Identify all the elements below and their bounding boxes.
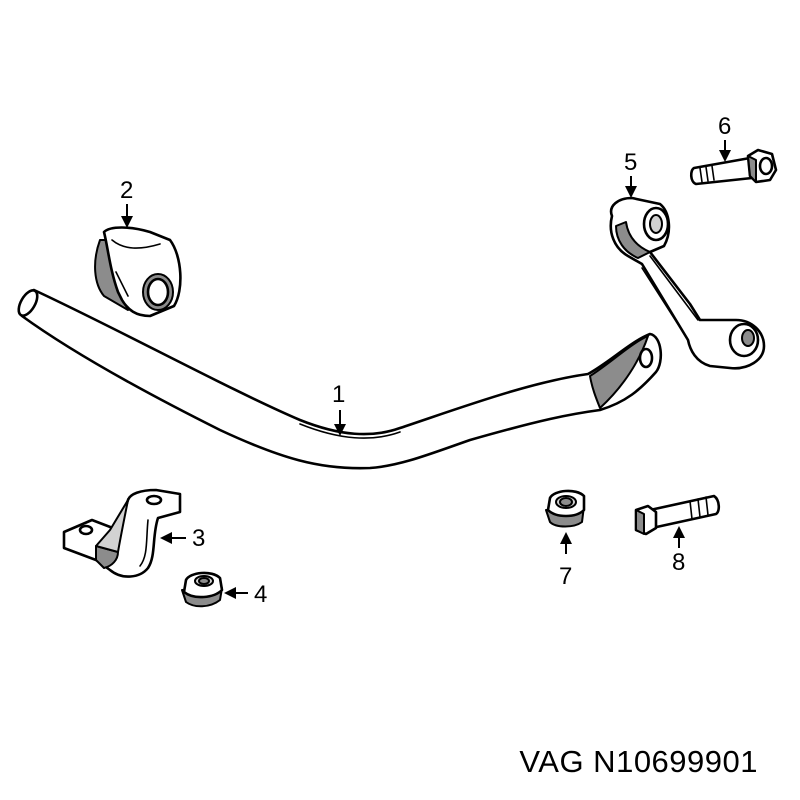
nut-small [545,489,586,528]
callout-arrow-1 [334,410,346,436]
callout-arrow-5 [625,176,637,198]
callout-label-8: 8 [672,549,685,576]
callout-label-7: 7 [559,563,572,590]
callout-label-4: 4 [254,581,267,608]
stabilizer-bar [17,288,663,470]
callout-label-5: 5 [624,149,637,176]
callout-label-6: 6 [718,113,731,140]
callout-arrow-4 [224,587,248,599]
callout-label-2: 2 [120,177,133,204]
bushing [94,226,182,318]
bolt-lower [634,494,721,536]
callout-arrow-6 [719,140,731,162]
stabilizer-link [609,196,766,370]
bracket [62,488,182,578]
callout-arrow-2 [121,204,133,228]
callout-arrow-8 [673,526,685,548]
callout-label-1: 1 [332,381,345,408]
callout-arrow-7 [560,532,572,554]
callout-label-3: 3 [192,525,205,552]
callout-arrow-3 [160,532,186,544]
bolt-upper [689,148,778,186]
flange-nut [181,571,224,608]
part-number-caption: VAG N10699901 [519,744,758,779]
